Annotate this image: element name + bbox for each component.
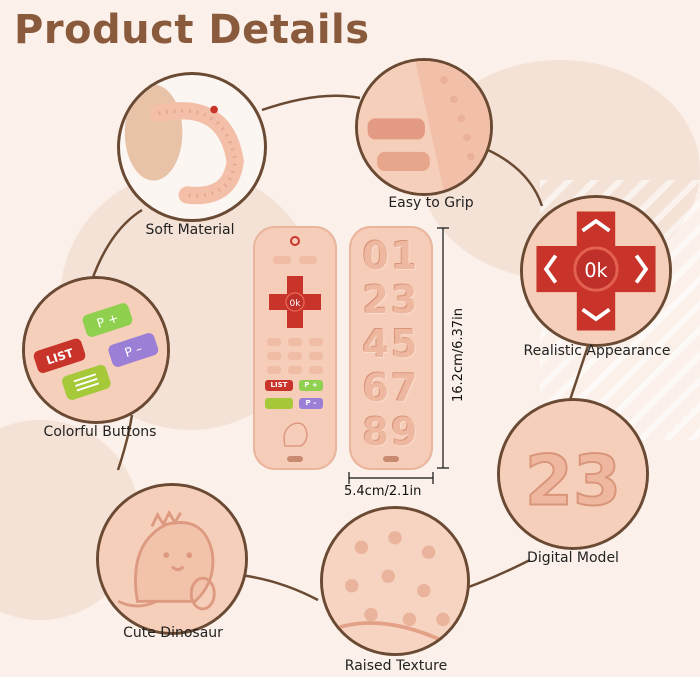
remote-dinosaur-icon (283, 422, 308, 447)
remote-back: 01 23 45 67 89 (349, 226, 433, 470)
height-dimension-label: 16.2cm/6.37in (451, 308, 466, 402)
remote-small-button (273, 256, 291, 264)
power-icon (290, 236, 300, 246)
zoom-p-plus-label: P + (95, 310, 120, 331)
remote-small-button (299, 256, 317, 264)
colorful-buttons-image: LIST P + P – (22, 276, 170, 424)
soft-material-image (117, 72, 267, 222)
raised-texture-label: Raised Texture (344, 658, 448, 674)
remote-ok-label: 0k (290, 299, 302, 309)
remote-digit-row: 67 (362, 366, 420, 410)
remote-digit-row: 01 (362, 234, 420, 278)
remote-digit-row: 89 (362, 410, 420, 454)
realistic-appearance-label: Realistic Appearance (523, 343, 671, 359)
remote-front: 0k LIST P + P – (253, 226, 337, 470)
zoom-ok-label: 0k (584, 259, 608, 282)
remote-dpad: 0k (269, 276, 321, 328)
zoom-digits-label: 23 (525, 442, 621, 522)
soft-material-label: Soft Material (145, 222, 235, 238)
cute-dinosaur-label: Cute Dinosaur (123, 625, 223, 641)
zoom-p-minus-label: P – (123, 340, 144, 360)
easy-to-grip-image (355, 58, 493, 196)
realistic-appearance-image: 0k (520, 195, 672, 347)
page-title: Product Details (14, 7, 370, 53)
colorful-buttons-label: Colorful Buttons (43, 424, 157, 440)
width-dimension-label: 5.4cm/2.1in (344, 484, 422, 499)
remote-number-grid (267, 338, 323, 388)
easy-to-grip-label: Easy to Grip (388, 195, 474, 211)
remote-p-minus-button: P – (299, 398, 323, 409)
digital-model-label: Digital Model (527, 550, 619, 566)
remote-digit-row: 45 (362, 322, 420, 366)
cute-dinosaur-image (96, 483, 248, 635)
remote-p-plus-button: P + (299, 380, 323, 391)
remote-list-button: LIST (265, 380, 293, 391)
remote-lanyard-slot (383, 456, 399, 462)
raised-texture-image (320, 506, 470, 656)
remote-lanyard-slot (287, 456, 303, 462)
remote-digit-row: 23 (362, 278, 420, 322)
remote-menu-button (265, 398, 293, 409)
digital-model-image: 23 (497, 398, 649, 550)
